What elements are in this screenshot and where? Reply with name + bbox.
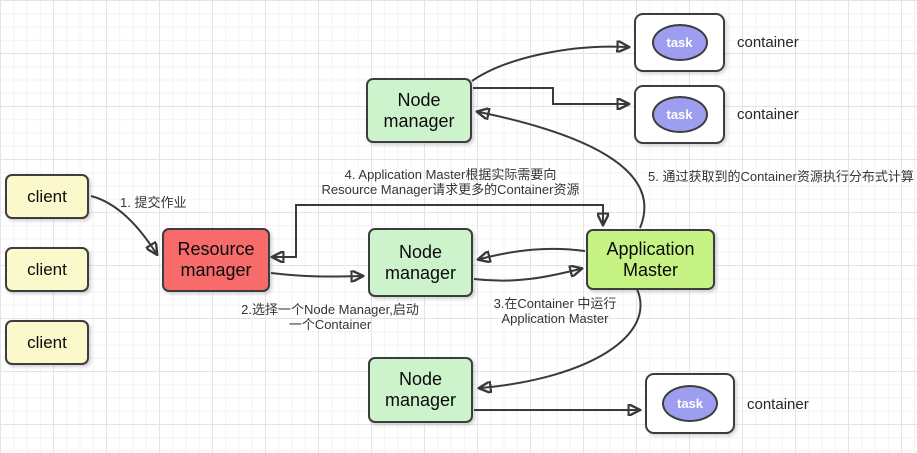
container-box-2: task: [634, 85, 725, 144]
task-ellipse-3: task: [662, 385, 718, 422]
container-caption-1: container: [737, 34, 799, 51]
client-node-1: client: [5, 174, 89, 219]
task-ellipse-2: task: [651, 96, 708, 133]
annotation-step3-line2: Application Master: [501, 311, 609, 326]
task-ellipse-1: task: [651, 24, 708, 61]
arrow-application-master-to-node-manager-mid: [480, 247, 586, 259]
container-box-1: task: [634, 13, 725, 72]
arrow-resource-manager-to-node-manager-mid: [270, 273, 361, 277]
annotation-step1: 1. 提交作业: [120, 195, 187, 210]
node-manager-top: Node manager: [366, 78, 472, 143]
container-caption-3: container: [747, 396, 809, 413]
annotation-step4-line1: 4. Application Master根据实际需要向: [344, 167, 557, 182]
annotation-step3-line1: 3.在Container 中运行: [493, 296, 617, 311]
annotation-step3: 3.在Container 中运行 Application Master: [485, 296, 625, 326]
arrow-resource-manager-response-to-application-master: [296, 204, 603, 223]
node-manager-middle: Node manager: [368, 228, 473, 297]
arrow-application-master-to-node-manager-top: [479, 112, 646, 229]
arrow-client1-to-resource-manager: [90, 195, 156, 253]
annotation-step4-line2: Resource Manager请求更多的Container资源: [321, 182, 580, 197]
annotation-step4: 4. Application Master根据实际需要向 Resource Ma…: [288, 167, 613, 197]
arrow-application-master-to-node-manager-bottom: [481, 288, 642, 388]
application-master-node: Application Master: [586, 229, 715, 290]
client-node-3: client: [5, 320, 89, 365]
arrow-node-manager-top-to-container1: [471, 47, 627, 82]
annotation-step5: 5. 通过获取到的Container资源执行分布式计算: [648, 169, 914, 184]
arrow-node-manager-mid-to-application-master: [473, 269, 580, 282]
annotation-step2-line2: 一个Container: [288, 317, 372, 332]
arrow-node-manager-top-to-container2: [473, 87, 627, 104]
annotation-step2: 2.选择一个Node Manager,启动 一个Container: [230, 302, 430, 332]
node-manager-bottom: Node manager: [368, 357, 473, 423]
container-box-3: task: [645, 373, 735, 434]
container-caption-2: container: [737, 106, 799, 123]
annotation-step2-line1: 2.选择一个Node Manager,启动: [241, 302, 419, 317]
client-node-2: client: [5, 247, 89, 292]
resource-manager-node: Resource manager: [162, 228, 270, 292]
